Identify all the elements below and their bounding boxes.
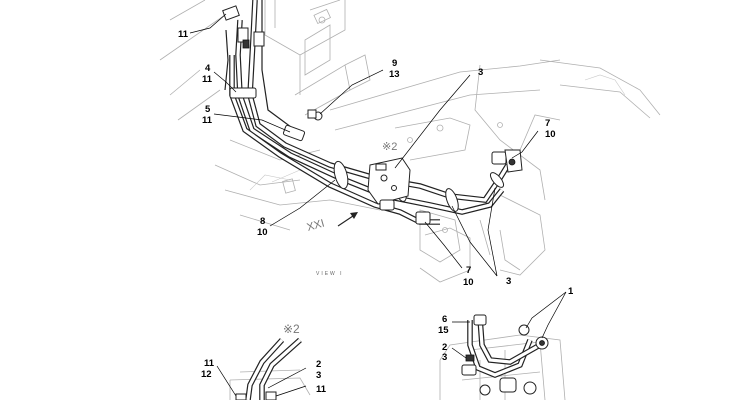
callout-2-bl: 2 (316, 359, 321, 370)
reference-mark-top: ※2 (382, 141, 397, 153)
hose-harness (222, 0, 523, 225)
callout-12-bl: 12 (201, 369, 212, 380)
callout-3-top: 3 (478, 67, 483, 78)
leader-lines (189, 13, 567, 397)
callout-2-br: 2 (442, 342, 447, 353)
callout-11-top: 11 (178, 29, 189, 40)
callout-11-b: 11 (202, 115, 213, 126)
callout-5: 5 (205, 104, 211, 115)
callout-15: 15 (438, 325, 449, 336)
callout-11-bl2: 11 (316, 384, 327, 395)
machine-frame (159, 0, 661, 283)
callout-3-br: 3 (442, 352, 447, 363)
callout-10-mid: 10 (463, 277, 474, 288)
inset-bottom-right (439, 314, 566, 400)
view-arrow-label: XXI (306, 217, 326, 233)
callout-11-bl: 11 (204, 358, 215, 369)
callout-1: 1 (568, 286, 574, 297)
callout-10-left: 10 (257, 227, 268, 238)
callout-3-mid: 3 (506, 276, 511, 287)
callout-10-right: 10 (545, 129, 556, 140)
view-arrow: XXI VIEW I ※2 (306, 141, 398, 277)
callout-7-mid: 7 (466, 265, 471, 276)
callout-3-bl: 3 (316, 370, 321, 381)
inset-bottom-left: ※2 (229, 322, 311, 400)
reference-mark-bottom: ※2 (283, 322, 300, 336)
view-caption: VIEW I (316, 271, 344, 277)
callouts: 11 4 11 5 11 9 13 3 7 10 8 10 7 10 3 1 6… (178, 29, 574, 395)
callout-6: 6 (442, 314, 447, 325)
callout-13: 13 (389, 69, 400, 80)
callout-8: 8 (260, 216, 265, 227)
callout-7-right: 7 (545, 118, 550, 129)
callout-11-a: 11 (202, 74, 213, 85)
callout-4: 4 (205, 63, 211, 74)
callout-9: 9 (392, 58, 397, 69)
